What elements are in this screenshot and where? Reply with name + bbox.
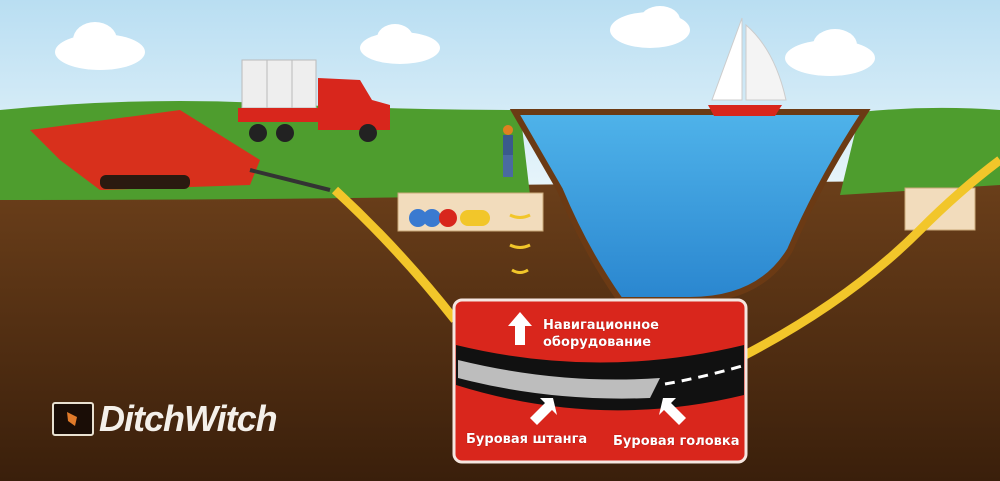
drill-rod <box>458 360 660 399</box>
grass-right <box>840 107 1000 195</box>
arrow-up-icon <box>508 312 532 345</box>
drill-rod-label: Буровая штанга <box>466 432 588 447</box>
drill-head-trail <box>664 364 743 386</box>
navigation-label: Навигационное оборудование <box>543 317 659 351</box>
logo-text: DitchWitch <box>99 398 278 439</box>
drilling-rig <box>30 110 331 192</box>
navigation-label-line2: оборудование <box>543 335 652 350</box>
signal-waves <box>509 213 531 274</box>
truck <box>238 59 390 142</box>
clouds <box>55 6 875 76</box>
drill-head-label: Буровая головка <box>613 434 740 449</box>
arrow-head-icon <box>659 398 686 425</box>
lake <box>509 109 871 303</box>
arrow-rod-icon <box>530 398 557 425</box>
detail-panel <box>452 298 748 464</box>
sailboat <box>708 17 787 116</box>
operator <box>503 125 513 177</box>
ditch-witch-logo: DitchWitch <box>52 398 278 440</box>
bore-path-right <box>742 156 1000 359</box>
bore-path-left <box>331 186 459 323</box>
utility-pipes-box <box>397 192 544 232</box>
navigation-label-line1: Навигационное <box>543 318 659 333</box>
logo-emblem-icon <box>52 402 94 436</box>
